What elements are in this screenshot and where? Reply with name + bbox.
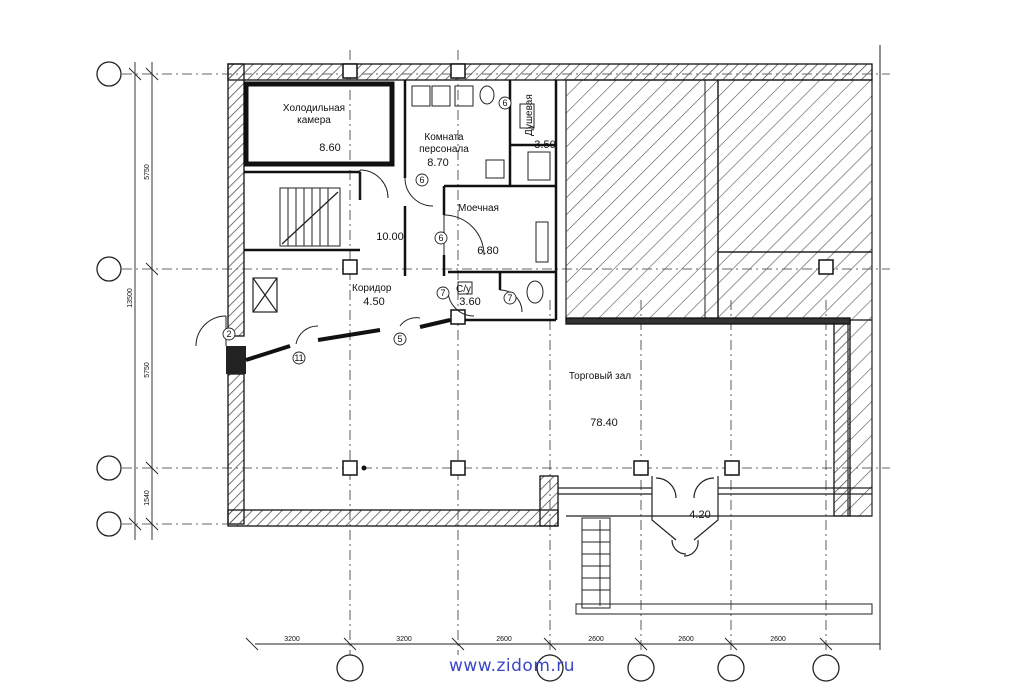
horizontal-dimension [245,637,880,651]
wc-area: 3.60 [459,296,480,308]
dim-h-4: 2600 [588,636,604,643]
door-mark-glazing-2: 5 [397,334,402,344]
door-mark-entrance: 2 [226,329,231,339]
corridor-area: 4.50 [363,296,384,308]
dim-v-3: 1540 [144,490,151,506]
dim-v-2: 5750 [144,362,151,378]
door-mark-glazing-1: 11 [294,353,303,363]
vestibule-area: 4.20 [689,509,710,521]
staff-room-area: 8.70 [427,157,448,169]
hatched-area [565,79,873,517]
dim-h-5: 2600 [678,636,694,643]
axis-markers-left [96,61,122,537]
cold-room-name-1: Холодильная [283,103,345,114]
cold-room-name-2: камера [297,115,331,126]
porch-stairs [575,517,873,615]
staff-room-name-2: персонала [419,144,469,155]
shaft [252,277,278,313]
dim-h-1: 3200 [284,636,300,643]
dim-h-2: 3200 [396,636,412,643]
axis-markers-bottom [336,654,840,682]
interior-partitions [244,80,558,322]
stair-room-area: 10.00 [376,231,404,243]
shower-name: Душевая [524,94,535,136]
staff-room-name-1: Комната [424,132,464,143]
door-markers [222,96,517,365]
cold-room-area: 8.60 [319,142,340,154]
wc-name: С/у [456,284,471,295]
fixtures [411,85,551,304]
door-mark-shower: 6 [502,98,507,108]
entrance-pier [226,346,246,374]
vestibule [558,476,872,557]
vertical-dimension [128,62,159,540]
sales-hall-area: 78.40 [590,417,618,429]
column-point [361,465,367,471]
washing-name: Моечная [458,203,499,214]
door-mark-wc-2: 7 [507,293,512,303]
cold-room [243,81,395,167]
stair-flight [279,187,341,247]
watermark-link[interactable]: www.zidom.ru [449,656,575,676]
door-mark-wc-1: 7 [440,288,445,298]
shower-area: 3.50 [534,139,555,151]
entrance-glazing [245,318,451,362]
corridor-name: Коридор [352,283,392,294]
dim-v-1: 5750 [144,164,151,180]
door-swings [195,169,523,347]
washing-area: 6.80 [477,245,498,257]
exterior-walls [227,63,873,527]
door-mark-washing: 6 [438,233,443,243]
door-mark-staff: 6 [419,175,424,185]
columns [342,63,834,476]
dim-h-3: 2600 [496,636,512,643]
dim-h-6: 2600 [770,636,786,643]
sales-hall-name: Торговый зал [569,371,631,382]
dim-v-overall: 13500 [127,288,134,308]
